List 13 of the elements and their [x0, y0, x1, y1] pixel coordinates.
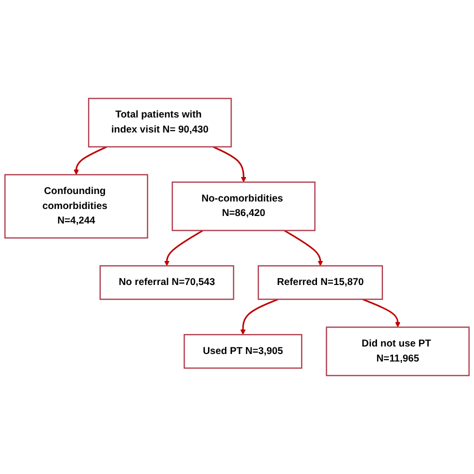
node-box: Confounding comorbidities N=4,244: [4, 174, 148, 239]
arrow: [212, 146, 246, 182]
node-box: Used PT N=3,905: [184, 334, 302, 369]
arrow: [74, 146, 108, 175]
arrow: [362, 298, 400, 328]
arrow: [284, 230, 324, 266]
arrow: [164, 230, 204, 266]
node-box: Total patients with index visit N= 90,430: [88, 98, 232, 148]
arrow: [240, 298, 278, 335]
node-box: No-comorbidities N=86,420: [172, 182, 316, 232]
node-box: Referred N=15,870: [258, 265, 383, 300]
node-box: Did not use PT N=11,965: [326, 326, 470, 376]
node-box: No referral N=70,543: [100, 265, 234, 300]
